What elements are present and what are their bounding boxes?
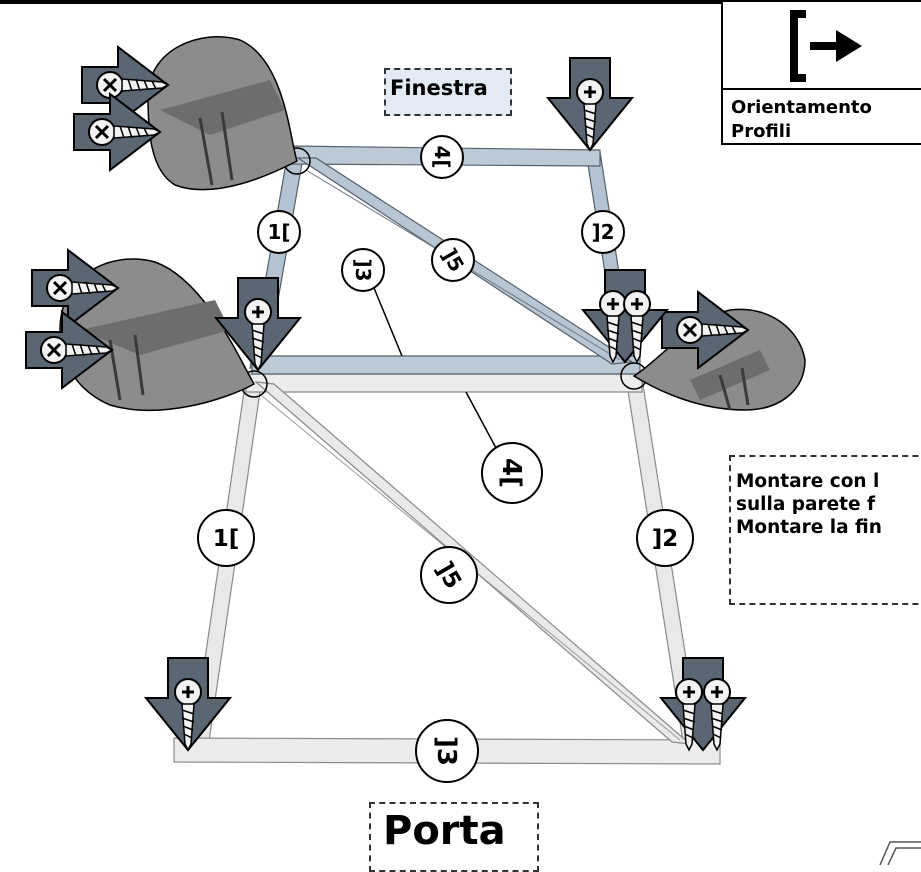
detail-magnifier-icon xyxy=(59,258,256,412)
detail-magnifier-icon xyxy=(147,36,298,191)
part-label-2-lower: ]2 xyxy=(652,526,679,552)
orientation-box xyxy=(721,0,921,145)
orientation-arrow-icon xyxy=(790,10,862,82)
part-badges: 4[ 1[ ]2 ]5 ]3 4[ 1[ ]2 ]5 ]3 xyxy=(197,135,694,783)
part-label-1-lower: 1[ xyxy=(213,526,240,552)
instruction-note: Montare con l sulla parete f Montare la … xyxy=(736,470,882,539)
top-border-rule xyxy=(0,0,921,4)
part-label-4-lower: 4[ xyxy=(496,458,526,488)
instruction-note-box xyxy=(729,455,921,605)
detail-magnifier-icon xyxy=(632,308,806,411)
part-label-4-upper: 4[ xyxy=(430,145,454,168)
door-label: Porta xyxy=(383,808,506,854)
part-label-1-upper: 1[ xyxy=(267,220,290,244)
orientation-label-line1: Orientamento xyxy=(731,97,872,118)
part-label-3-lower: ]3 xyxy=(431,736,461,766)
window-label-box xyxy=(384,68,512,116)
instruction-note-line3: Montare la fin xyxy=(736,517,882,538)
orientation-label: Orientamento Profili xyxy=(731,96,872,144)
partial-drawing xyxy=(879,841,921,865)
door-label-box xyxy=(369,802,539,872)
instruction-note-line2: sulla parete f xyxy=(736,494,876,515)
instruction-note-line1: Montare con l xyxy=(736,471,880,492)
part-label-3-upper: ]3 xyxy=(351,258,375,281)
part-label-2-upper: ]2 xyxy=(591,220,614,244)
orientation-separator xyxy=(721,88,921,90)
window-label: Finestra xyxy=(390,76,488,100)
orientation-label-line2: Profili xyxy=(731,121,792,142)
